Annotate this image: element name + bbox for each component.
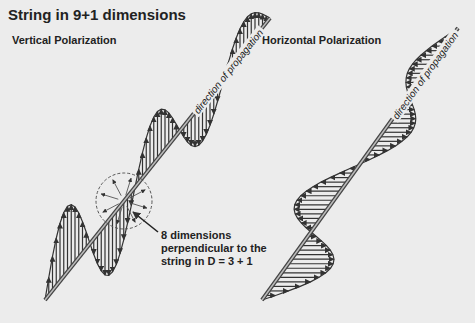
- displacement-arrow: [191, 117, 192, 146]
- displacement-arrow: [78, 213, 79, 258]
- displacement-arrow: [108, 220, 109, 275]
- displacement-arrow: [294, 209, 327, 210]
- leader-arrow: [133, 212, 158, 232]
- displacement-arrow: [101, 230, 102, 272]
- diagram-title: String in 9+1 dimensions: [8, 6, 186, 23]
- displacement-arrow: [295, 204, 331, 205]
- displacement-arrow: [97, 234, 98, 264]
- displacement-arrow: [278, 277, 319, 278]
- radial-arrow: [117, 207, 122, 224]
- displacement-arrow: [288, 263, 333, 264]
- displacement-arrow: [56, 238, 57, 286]
- displacement-arrow: [71, 205, 72, 268]
- displacement-arrow: [161, 109, 162, 154]
- displacement-arrow: [285, 268, 331, 269]
- displacement-arrow: [67, 206, 68, 271]
- radial-arrow: [126, 178, 131, 195]
- displacement-arrow: [149, 126, 150, 168]
- displacement-arrow: [376, 141, 402, 142]
- displacement-arrow: [59, 223, 60, 281]
- displacement-arrow: [301, 195, 337, 196]
- displacement-arrow: [389, 123, 415, 124]
- displacement-arrow: [295, 254, 333, 255]
- panel-heading: Horizontal Polarization: [262, 34, 381, 46]
- displacement-arrow: [146, 138, 147, 173]
- displacement-arrow: [112, 215, 113, 272]
- displacement-arrow: [194, 112, 195, 147]
- displacement-arrow: [321, 182, 347, 183]
- displacement-arrow: [297, 200, 334, 201]
- displacement-arrow: [123, 201, 124, 239]
- radial-arrow: [101, 194, 118, 199]
- displacement-arrow: [383, 132, 411, 133]
- displacement-arrow: [74, 207, 75, 262]
- displacement-arrow: [330, 177, 350, 178]
- displacement-arrow: [157, 112, 158, 160]
- displacement-arrow: [295, 213, 324, 214]
- displacement-arrow: [272, 286, 300, 287]
- displacement-arrow: [373, 145, 395, 146]
- radial-arrow: [130, 203, 147, 208]
- displacement-arrow: [306, 191, 340, 192]
- radial-arrow: [103, 204, 119, 212]
- displacement-arrow: [104, 225, 105, 275]
- radial-arrow: [113, 180, 121, 196]
- panel-heading: Vertical Polarization: [12, 34, 117, 46]
- displacement-arrow: [116, 211, 117, 265]
- displacement-arrow: [82, 222, 83, 253]
- propagation-label: direction of propagation: [190, 25, 266, 117]
- displacement-arrow: [301, 245, 326, 246]
- dimension-note: 8 dimensions perpendicular to the string…: [160, 228, 274, 270]
- displacement-arrow: [63, 213, 64, 277]
- radial-arrow: [127, 206, 135, 222]
- displacement-arrow: [291, 259, 334, 260]
- propagation-label: direction of propagation: [389, 28, 461, 122]
- displacement-arrow: [380, 136, 408, 137]
- displacement-arrow: [275, 281, 310, 282]
- displacement-arrow: [164, 110, 165, 150]
- displacement-arrow: [153, 117, 154, 164]
- displacement-arrow: [282, 272, 326, 273]
- displacement-arrow: [298, 218, 321, 219]
- displacement-arrow: [313, 186, 344, 187]
- displacement-arrow: [168, 113, 169, 145]
- displacement-arrow: [386, 127, 414, 128]
- radial-arrow: [129, 190, 145, 198]
- displacement-arrow: [298, 250, 330, 251]
